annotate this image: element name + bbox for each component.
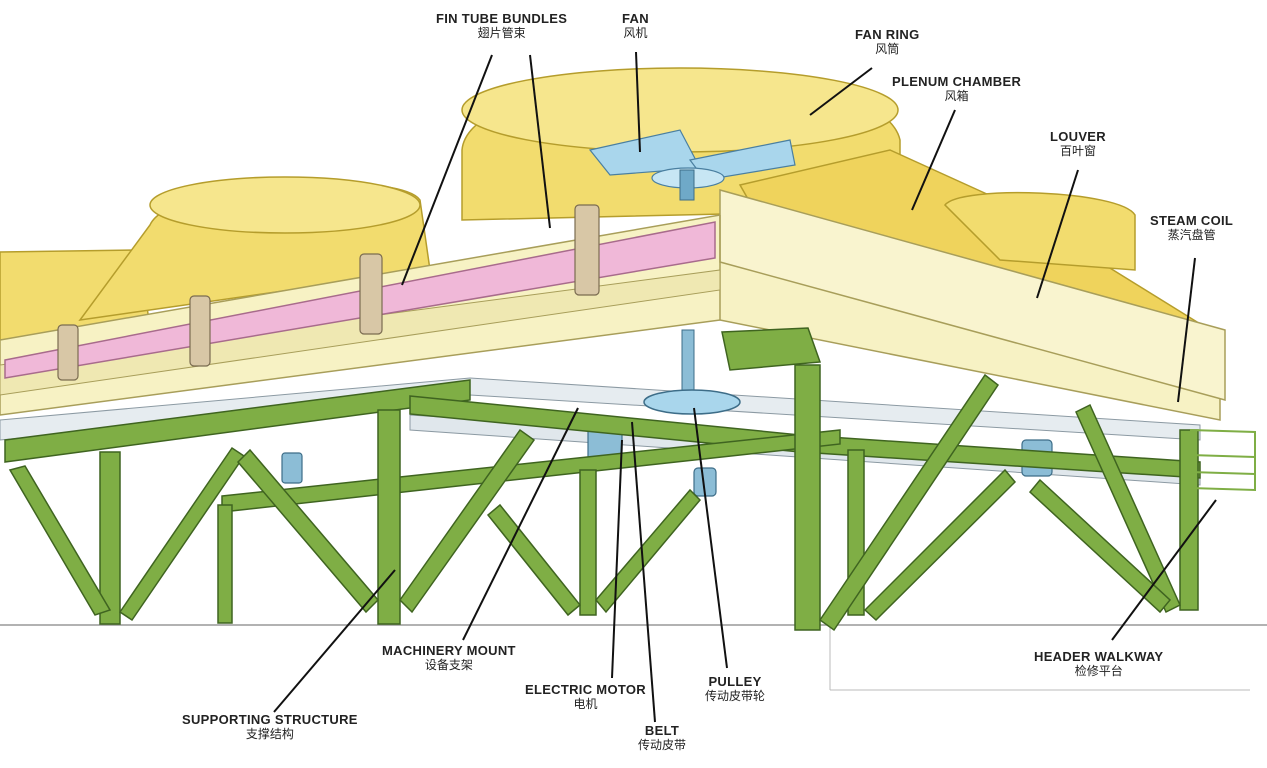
header-walkway xyxy=(1189,429,1256,492)
leader-lines xyxy=(273,51,1217,723)
tube-bundle-frame xyxy=(0,189,1226,421)
leader-motor xyxy=(611,439,623,679)
leader-steam-coil xyxy=(1177,257,1196,403)
leader-fan xyxy=(635,51,641,153)
support-structure xyxy=(4,327,1201,632)
leader-plenum xyxy=(911,109,956,211)
label-supporting-structure: SUPPORTING STRUCTURE 支撑结构 xyxy=(182,712,358,741)
leader-machinery xyxy=(462,407,579,641)
label-fan-ring: FAN RING 风筒 xyxy=(855,27,920,56)
label-electric-motor: ELECTRIC MOTOR 电机 xyxy=(525,682,646,711)
leader-support xyxy=(273,569,396,713)
leader-fin-tube-2 xyxy=(529,54,551,229)
steam-coil-pipe xyxy=(4,204,716,381)
label-belt: BELT 传动皮带 xyxy=(638,723,687,752)
label-pulley: PULLEY 传动皮带轮 xyxy=(705,674,766,703)
fan-rings xyxy=(0,67,1211,346)
label-machinery-mount: MACHINERY MOUNT 设备支架 xyxy=(382,643,516,672)
label-steam-coil: STEAM COIL 蒸汽盘管 xyxy=(1150,213,1234,242)
label-louver: LOUVER 百叶窗 xyxy=(1050,129,1106,158)
label-plenum-chamber: PLENUM CHAMBER 风箱 xyxy=(892,74,1022,103)
leader-walkway xyxy=(1111,499,1217,641)
leader-fin-tube-1 xyxy=(401,54,493,286)
leader-belt xyxy=(631,421,656,723)
leader-louver xyxy=(1036,169,1079,299)
fan-ring-right xyxy=(944,191,1136,271)
label-header-walkway: HEADER WALKWAY 检修平台 xyxy=(1034,649,1164,678)
label-fin-tube-bundles: FIN TUBE BUNDLES 翅片管束 xyxy=(436,11,568,40)
label-fan: FAN 风机 xyxy=(622,11,649,40)
fan-assembly xyxy=(588,129,796,401)
leader-pulley xyxy=(693,407,728,669)
leader-fan-ring xyxy=(809,67,873,116)
ground xyxy=(0,624,1267,691)
